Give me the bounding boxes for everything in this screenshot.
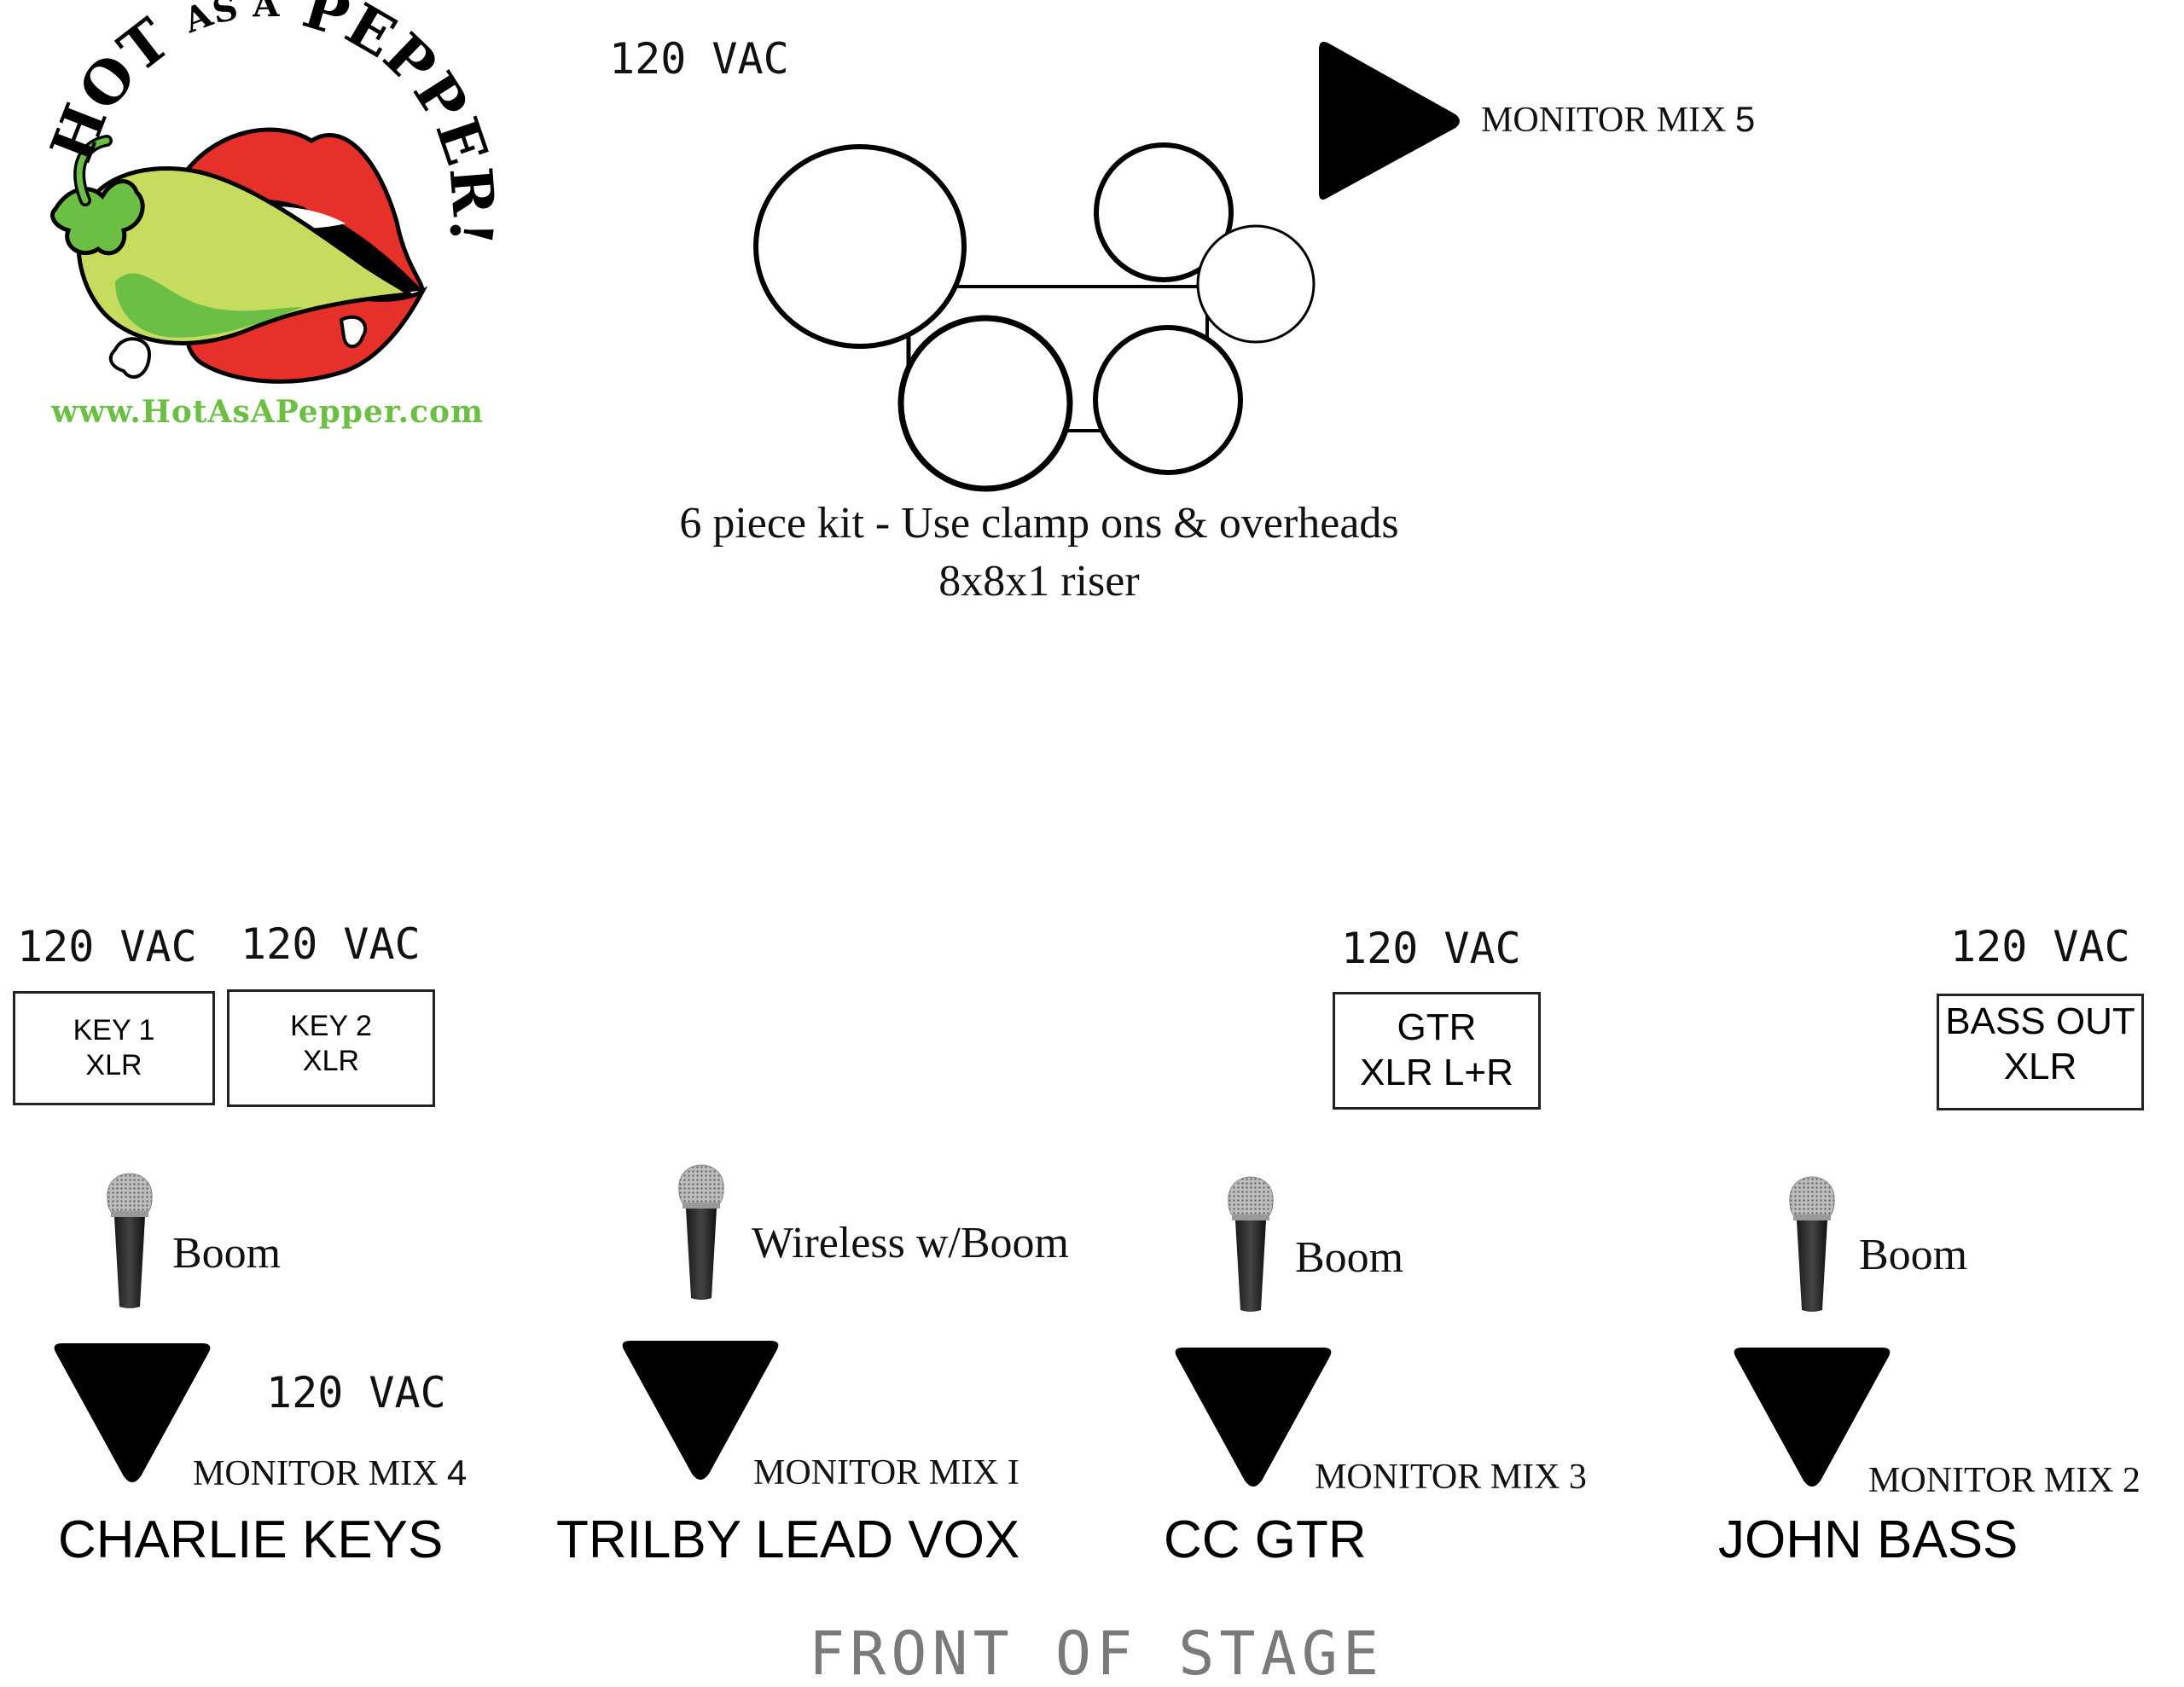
monitor-mix-3-label: MONITOR MIX 3 <box>1315 1458 1587 1497</box>
input-box-key-1: KEY 1 XLR <box>13 991 215 1105</box>
mic-stand-label-bass: Boom <box>1859 1231 1968 1279</box>
input-box-bass: BASS OUT XLR <box>1937 994 2144 1110</box>
monitor-wedge-2-icon <box>1734 1348 1891 1487</box>
drum-floor-tom <box>753 144 967 349</box>
monitor-mix-5-label: MONITOR MIX 5 <box>1481 99 1756 140</box>
bass-power-label: 120 VAC <box>1950 922 2130 971</box>
drum-kick <box>897 315 1073 492</box>
monitor-mix-4-label: MONITOR MIX 4 <box>193 1452 468 1493</box>
monitor-wedge-1-icon <box>622 1341 779 1480</box>
drum-power-label: 120 VAC <box>609 34 789 84</box>
mic-stand-label-lead-vox: Wireless w/Boom <box>752 1219 1069 1267</box>
performer-name-keys: CHARLIE KEYS <box>58 1510 444 1569</box>
monitor-wedge-5-icon <box>1319 42 1460 200</box>
logo-pepper-stem <box>50 179 145 256</box>
monitor-mix-number: 5 <box>1734 99 1756 139</box>
logo-artwork-icon: HOT AS A PEPPER! <box>38 0 508 384</box>
microphone-icon <box>678 1164 724 1300</box>
drum-rack-tom-1 <box>1094 142 1234 282</box>
keys-monitor-power-label: 120 VAC <box>266 1368 446 1417</box>
keys-power-label-2: 120 VAC <box>241 919 421 969</box>
microphone-icon <box>1228 1176 1274 1312</box>
performer-name-lead-vox: TRILBY LEAD VOX <box>556 1510 1020 1569</box>
monitor-mix-2-label: MONITOR MIX 2 <box>1868 1461 2140 1500</box>
band-logo: HOT AS A PEPPER! <box>21 0 508 435</box>
microphone-icon <box>1789 1176 1835 1312</box>
microphone-icon <box>107 1173 153 1308</box>
logo-url[interactable]: www.HotAsAPepper.com <box>51 394 485 430</box>
performer-name-bass: JOHN BASS <box>1718 1510 2018 1569</box>
performer-name-guitar: CC GTR <box>1164 1510 1367 1569</box>
front-of-stage-label: FRONT OF STAGE <box>808 1619 1385 1687</box>
mic-stand-label-guitar: Boom <box>1295 1233 1404 1282</box>
guitar-power-label: 120 VAC <box>1341 924 1521 973</box>
input-box-key-2: KEY 2 XLR <box>227 989 435 1107</box>
monitor-mix-1-label: MONITOR MIX I <box>753 1453 1019 1493</box>
kit-note: 6 piece kit - Use clamp ons & overheads … <box>679 495 1398 610</box>
input-box-guitar: GTR XLR L+R <box>1333 992 1541 1110</box>
monitor-wedge-4-icon <box>54 1343 211 1482</box>
drum-kit-diagram <box>753 142 1316 492</box>
drum-snare <box>1093 325 1243 475</box>
keys-power-label-1: 120 VAC <box>17 922 197 971</box>
monitor-wedge-3-icon <box>1175 1348 1332 1487</box>
kit-note-line1: 6 piece kit - Use clamp ons & overheads <box>679 499 1399 548</box>
mic-stand-label-keys: Boom <box>172 1229 282 1278</box>
kit-note-line2: 8x8x1 riser <box>938 556 1140 606</box>
drum-rack-tom-2 <box>1196 224 1316 344</box>
